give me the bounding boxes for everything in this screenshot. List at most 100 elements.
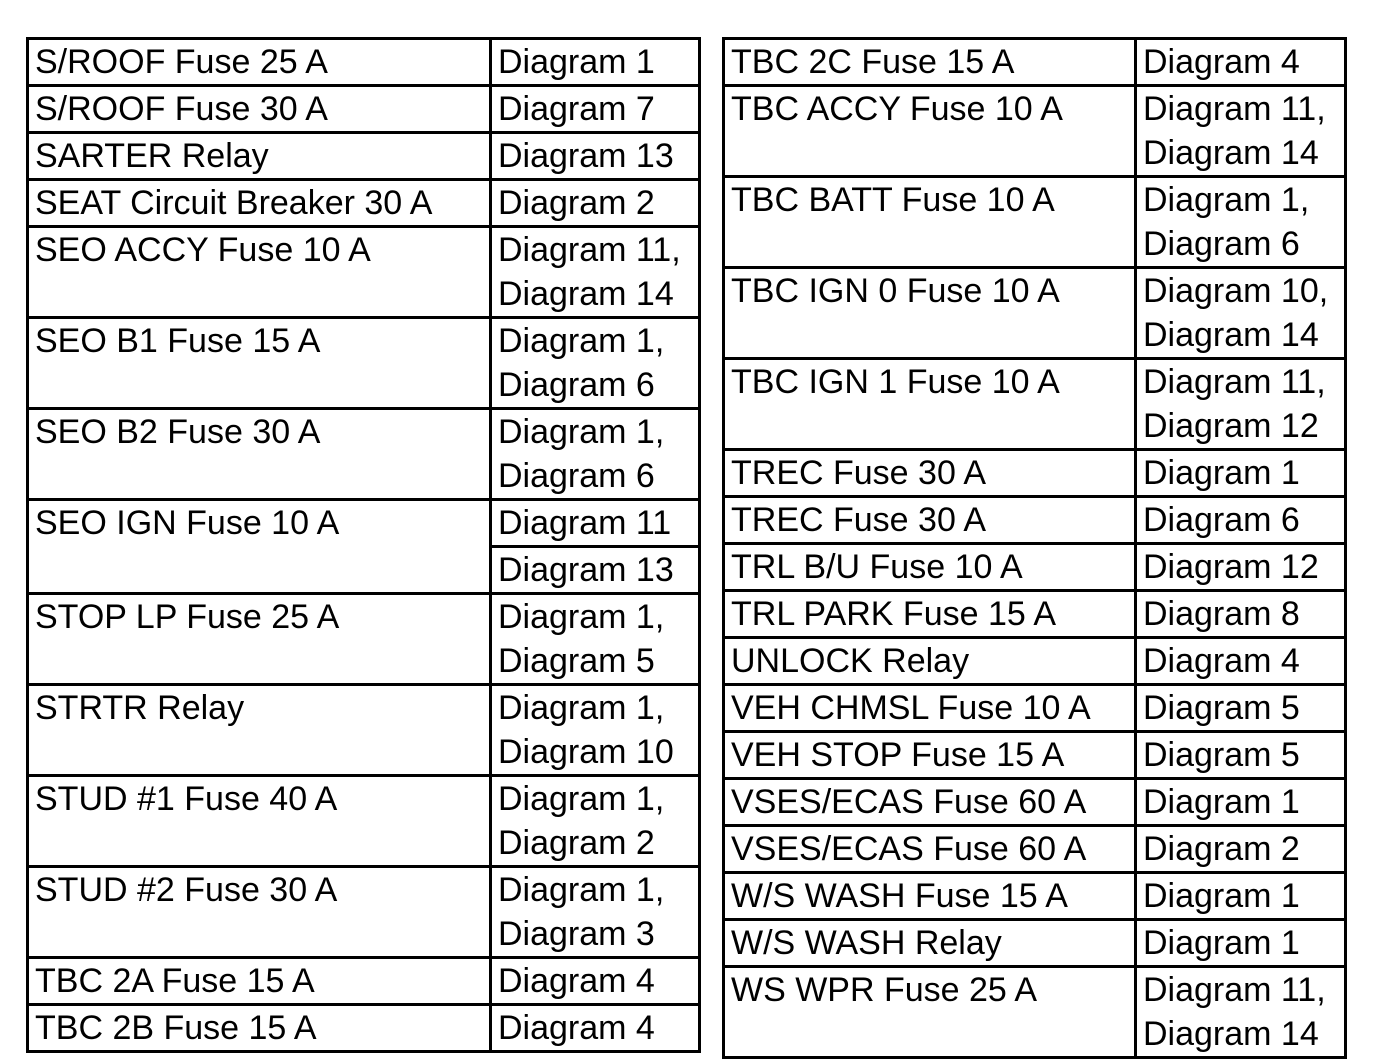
reference-label: Diagram 4 <box>1143 43 1300 81</box>
item-cell: W/S WASH Fuse 15 A <box>722 871 1137 921</box>
reference-label: Diagram 5 <box>1143 736 1300 774</box>
reference-label: Diagram 1, <box>498 598 665 636</box>
reference-cell: Diagram 1 <box>1134 918 1347 968</box>
item-cell: W/S WASH Relay <box>722 918 1137 968</box>
item-label: TBC ACCY Fuse 10 A <box>731 90 1063 128</box>
reference-label: Diagram 14 <box>1143 316 1319 354</box>
reference-label: Diagram 1, <box>498 871 665 909</box>
reference-label: Diagram 1, <box>498 413 665 451</box>
reference-label: Diagram 11 <box>498 504 672 542</box>
reference-cell: Diagram 11,Diagram 12 <box>1134 357 1347 451</box>
item-label: TREC Fuse 30 A <box>731 501 987 539</box>
reference-cell: Diagram 1,Diagram 2 <box>489 774 701 868</box>
reference-label: Diagram 6 <box>1143 225 1300 263</box>
reference-label: Diagram 10 <box>498 733 674 771</box>
reference-label: Diagram 6 <box>498 457 655 495</box>
reference-label: Diagram 2 <box>1143 830 1300 868</box>
item-label: SEO IGN Fuse 10 A <box>35 504 340 542</box>
reference-label: Diagram 1 <box>498 43 655 81</box>
reference-cell: Diagram 1,Diagram 3 <box>489 865 701 959</box>
reference-label: Diagram 7 <box>498 90 655 128</box>
reference-label: Diagram 1 <box>1143 924 1300 962</box>
item-cell: S/ROOF Fuse 30 A <box>26 84 492 134</box>
item-cell: TREC Fuse 30 A <box>722 495 1137 545</box>
item-label: VSES/ECAS Fuse 60 A <box>731 783 1087 821</box>
reference-cell: Diagram 11,Diagram 14 <box>1134 84 1347 178</box>
item-label: SARTER Relay <box>35 137 269 175</box>
reference-label: Diagram 1 <box>1143 454 1300 492</box>
table-row: VSES/ECAS Fuse 60 A Diagram 1 <box>722 777 1347 827</box>
item-label: W/S WASH Relay <box>731 924 1002 962</box>
reference-label: Diagram 1, <box>498 780 665 818</box>
reference-cell: Diagram 11 <box>489 498 701 548</box>
reference-cell: Diagram 4 <box>1134 636 1347 686</box>
item-cell: TREC Fuse 30 A <box>722 448 1137 498</box>
reference-cell: Diagram 2 <box>489 178 701 228</box>
item-cell: TBC 2C Fuse 15 A <box>722 37 1137 87</box>
reference-cell: Diagram 1 <box>1134 777 1347 827</box>
reference-cell: Diagram 11,Diagram 14 <box>489 225 701 319</box>
item-cell: SEO IGN Fuse 10 A <box>26 498 492 595</box>
reference-label: Diagram 11, <box>1143 971 1326 1009</box>
item-label: WS WPR Fuse 25 A <box>731 971 1038 1009</box>
item-label: UNLOCK Relay <box>731 642 970 680</box>
item-label: TRL B/U Fuse 10 A <box>731 548 1023 586</box>
table-row: SEO ACCY Fuse 10 A Diagram 11,Diagram 14 <box>26 225 701 319</box>
item-cell: TRL B/U Fuse 10 A <box>722 542 1137 592</box>
item-label: STOP LP Fuse 25 A <box>35 598 340 636</box>
reference-label: Diagram 5 <box>1143 689 1300 727</box>
table-row: TRL PARK Fuse 15 A Diagram 8 <box>722 589 1347 639</box>
reference-label: Diagram 1, <box>498 322 665 360</box>
reference-cell: Diagram 7 <box>489 84 701 134</box>
item-label: SEAT Circuit Breaker 30 A <box>35 184 433 222</box>
reference-cell: Diagram 13 <box>489 545 701 595</box>
reference-cell: Diagram 1,Diagram 5 <box>489 592 701 686</box>
reference-cell: Diagram 2 <box>1134 824 1347 874</box>
table-row: TRL B/U Fuse 10 A Diagram 12 <box>722 542 1347 592</box>
item-cell: VSES/ECAS Fuse 60 A <box>722 777 1137 827</box>
item-cell: STOP LP Fuse 25 A <box>26 592 492 686</box>
table-row: STUD #2 Fuse 30 A Diagram 1,Diagram 3 <box>26 865 701 959</box>
reference-label: Diagram 6 <box>498 366 655 404</box>
item-cell: SEO ACCY Fuse 10 A <box>26 225 492 319</box>
item-cell: TRL PARK Fuse 15 A <box>722 589 1137 639</box>
item-label: TBC IGN 0 Fuse 10 A <box>731 272 1060 310</box>
reference-cell: Diagram 1 <box>1134 448 1347 498</box>
item-cell: SEAT Circuit Breaker 30 A <box>26 178 492 228</box>
reference-label: Diagram 10, <box>1143 272 1329 310</box>
reference-label: Diagram 1, <box>498 689 665 727</box>
table-row: STUD #1 Fuse 40 A Diagram 1,Diagram 2 <box>26 774 701 868</box>
item-label: SEO ACCY Fuse 10 A <box>35 231 371 269</box>
reference-cell: Diagram 4 <box>489 956 701 1006</box>
item-label: STUD #2 Fuse 30 A <box>35 871 338 909</box>
item-cell: S/ROOF Fuse 25 A <box>26 37 492 87</box>
item-label: STUD #1 Fuse 40 A <box>35 780 338 818</box>
reference-cell: Diagram 5 <box>1134 683 1347 733</box>
item-label: TBC IGN 1 Fuse 10 A <box>731 363 1060 401</box>
reference-label: Diagram 12 <box>1143 548 1319 586</box>
reference-label: Diagram 4 <box>1143 642 1300 680</box>
reference-label: Diagram 1 <box>1143 783 1300 821</box>
item-cell: STRTR Relay <box>26 683 492 777</box>
reference-cell: Diagram 1 <box>1134 871 1347 921</box>
item-cell: WS WPR Fuse 25 A <box>722 965 1137 1059</box>
reference-label: Diagram 13 <box>498 551 674 589</box>
item-label: TREC Fuse 30 A <box>731 454 987 492</box>
reference-label: Diagram 8 <box>1143 595 1300 633</box>
reference-cell: Diagram 1, Diagram 6 <box>489 316 701 410</box>
item-label: TRL PARK Fuse 15 A <box>731 595 1057 633</box>
reference-cell: Diagram 1,Diagram 6 <box>1134 175 1347 269</box>
